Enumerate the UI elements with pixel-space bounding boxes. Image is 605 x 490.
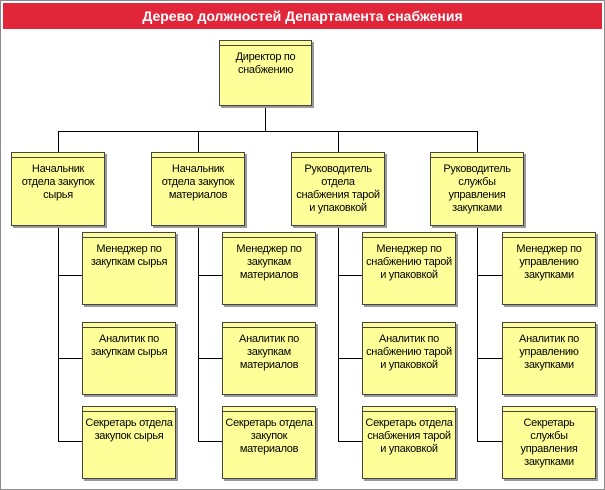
node-label: Аналитик по управлению закупками (519, 333, 579, 371)
node-staff-1-2[interactable]: Аналитик по закупкам сырья (82, 322, 176, 395)
node-head-procurement[interactable]: Руководитель службы управления закупками (430, 152, 524, 226)
node-staff-1-3[interactable]: Секретарь отдела закупок сырья (82, 406, 176, 479)
node-head-raw-materials[interactable]: Начальник отдела закупок сырья (11, 152, 105, 226)
node-label: Менеджер по снабжению тарой и упаковкой (366, 243, 452, 281)
node-head-packaging[interactable]: Руководитель отдела снабжения тарой и уп… (291, 152, 385, 226)
node-director[interactable]: Директор по снабжению (219, 40, 312, 106)
node-staff-3-2[interactable]: Аналитик по снабжению тарой и упаковкой (362, 322, 456, 395)
node-label: Аналитик по закупкам сырья (90, 333, 168, 358)
node-staff-2-3[interactable]: Секретарь отдела закупок материалов (222, 406, 316, 479)
diagram-title: Дерево должностей Департамента снабжения (3, 3, 602, 29)
node-staff-4-2[interactable]: Аналитик по управлению закупками (502, 322, 596, 395)
node-director-label: Директор по снабжению (235, 51, 296, 76)
node-staff-2-2[interactable]: Аналитик по закупкам материалов (222, 322, 316, 395)
node-label: Секретарь отдела закупок сырья (85, 417, 173, 442)
node-label: Секретарь службы управления закупками (520, 417, 578, 468)
node-label: Руководитель службы управления закупками (443, 163, 511, 214)
node-label: Начальник отдела закупок сырья (21, 163, 95, 201)
node-staff-4-1[interactable]: Менеджер по управлению закупками (502, 232, 596, 305)
node-label: Начальник отдела закупок материалов (161, 163, 235, 201)
node-label: Менеджер по управлению закупками (516, 243, 582, 281)
node-label: Секретарь отдела закупок материалов (225, 417, 313, 455)
node-label: Аналитик по закупкам материалов (239, 333, 299, 371)
node-label: Руководитель отдела снабжения тарой и уп… (296, 163, 380, 214)
node-staff-2-1[interactable]: Менеджер по закупкам материалов (222, 232, 316, 305)
node-label: Аналитик по снабжению тарой и упаковкой (366, 333, 452, 371)
node-staff-3-1[interactable]: Менеджер по снабжению тарой и упаковкой (362, 232, 456, 305)
node-label: Менеджер по закупкам сырья (90, 243, 168, 268)
node-label: Секретарь отдела снабжения тарой и упако… (365, 417, 453, 455)
node-staff-4-3[interactable]: Секретарь службы управления закупками (502, 406, 596, 479)
node-staff-3-3[interactable]: Секретарь отдела снабжения тарой и упако… (362, 406, 456, 479)
node-label: Менеджер по закупкам материалов (236, 243, 302, 281)
node-staff-1-1[interactable]: Менеджер по закупкам сырья (82, 232, 176, 305)
node-head-materials[interactable]: Начальник отдела закупок материалов (151, 152, 245, 226)
